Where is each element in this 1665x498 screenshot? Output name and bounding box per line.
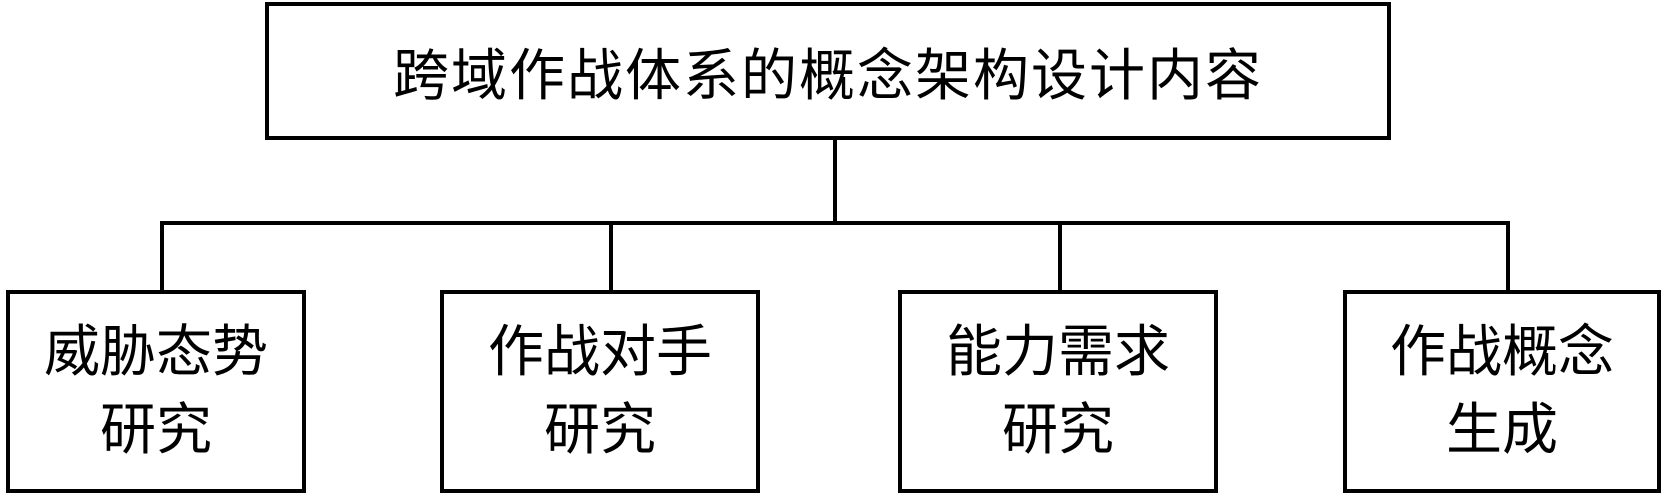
child-node-label-line1: 威胁态势 bbox=[44, 319, 268, 385]
root-node: 跨域作战体系的概念架构设计内容 bbox=[265, 2, 1391, 140]
child-1-connector bbox=[160, 221, 164, 292]
child-node-opponent: 作战对手 研究 bbox=[440, 290, 760, 493]
child-node-label-line1: 作战概念 bbox=[1390, 319, 1614, 385]
child-node-label-line2: 研究 bbox=[1002, 397, 1114, 463]
child-2-connector bbox=[609, 221, 613, 292]
child-node-label-line1: 作战对手 bbox=[488, 319, 712, 385]
child-node-label-line2: 研究 bbox=[100, 397, 212, 463]
root-node-label: 跨域作战体系的概念架构设计内容 bbox=[393, 43, 1263, 109]
child-node-label-line2: 生成 bbox=[1446, 397, 1558, 463]
child-3-connector bbox=[1058, 221, 1062, 292]
child-node-label-line2: 研究 bbox=[544, 397, 656, 463]
child-node-threat-situation: 威胁态势 研究 bbox=[6, 290, 306, 493]
child-4-connector bbox=[1506, 221, 1510, 292]
root-stem-connector bbox=[833, 140, 837, 225]
child-node-label-line1: 能力需求 bbox=[946, 319, 1170, 385]
child-node-concept-generation: 作战概念 生成 bbox=[1343, 290, 1661, 493]
horizontal-bus-connector bbox=[160, 221, 1510, 225]
child-node-capability-requirement: 能力需求 研究 bbox=[898, 290, 1218, 493]
